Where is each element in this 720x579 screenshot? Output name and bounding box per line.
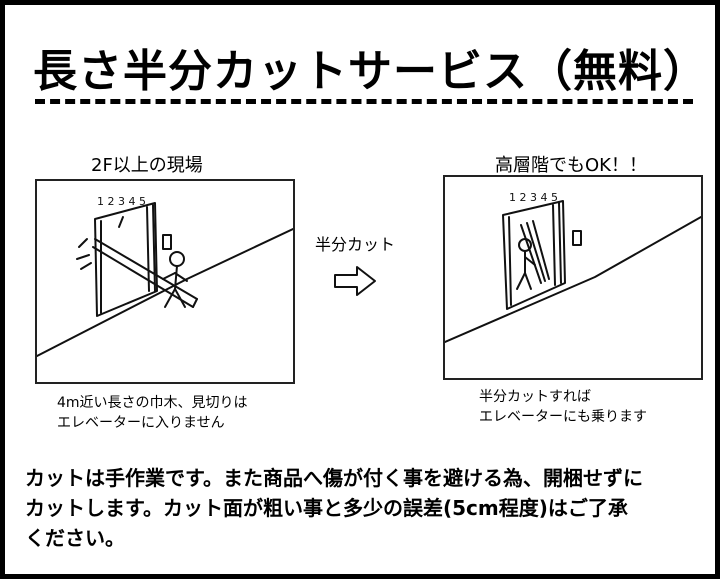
right-heading: 高層階でもOK！！ <box>495 155 647 176</box>
right-caption: 半分カットすれば エレベーターにも乗ります <box>479 387 647 427</box>
left-caption: 4m近い長さの巾木、見切りは エレベーターに入りません <box>57 393 248 433</box>
left-scene-illustration: 1 2 3 4 5 <box>35 179 295 384</box>
note-line: ください。 <box>25 526 125 550</box>
elevator-cut-board-drawing: 1 2 3 4 5 <box>445 191 701 343</box>
left-heading: 2F以上の現場 <box>91 155 203 176</box>
left-caption-line: 4m近い長さの巾木、見切りは <box>57 395 248 411</box>
page-title: 長さ半分カットサービス（無料） <box>33 46 708 97</box>
floor-indicator-right: 1 2 3 4 5 <box>509 191 558 204</box>
right-caption-line: エレベーターにも乗ります <box>479 409 647 425</box>
arrow-label: 半分カット <box>315 235 396 254</box>
right-scene-illustration: 1 2 3 4 5 <box>443 175 703 380</box>
floor-indicator-left: 1 2 3 4 5 <box>97 195 146 208</box>
note-line: カットします。カット面が粗い事と多少の誤差(5cm程度)はご了承 <box>25 496 628 520</box>
right-arrow-icon <box>334 266 376 296</box>
service-notes: カットは手作業です。また商品へ傷が付く事を避ける為、開梱せずに カットします。カ… <box>25 463 715 553</box>
dashed-divider <box>35 99 693 104</box>
right-caption-line: 半分カットすれば <box>479 389 591 405</box>
elevator-long-board-drawing: 1 2 3 4 5 <box>37 195 293 357</box>
left-caption-line: エレベーターに入りません <box>57 415 225 431</box>
note-line: カットは手作業です。また商品へ傷が付く事を避ける為、開梱せずに <box>25 466 643 490</box>
